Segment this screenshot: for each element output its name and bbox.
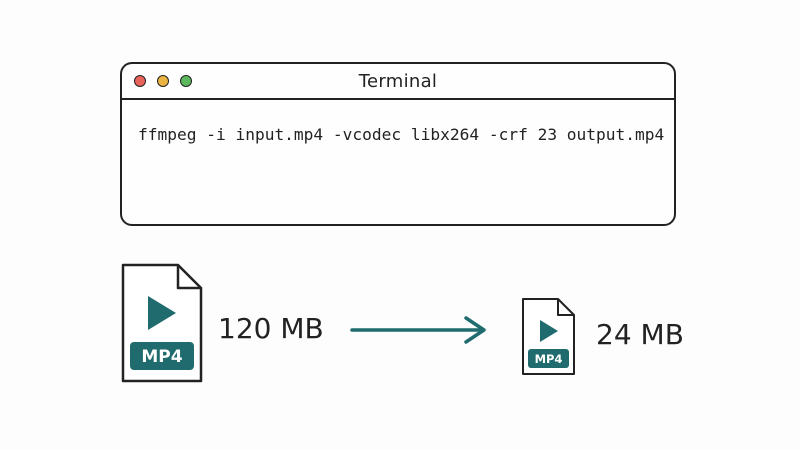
input-video-file-icon: MP4 xyxy=(121,263,203,383)
format-badge-label: MP4 xyxy=(141,347,182,367)
output-file-size: 24 MB xyxy=(596,318,684,351)
arrow-right-icon xyxy=(350,316,486,344)
format-badge xyxy=(130,342,194,370)
format-badge-label: MP4 xyxy=(535,352,563,366)
terminal-window: Terminal ffmpeg -i input.mp4 -vcodec lib… xyxy=(120,62,676,226)
terminal-title: Terminal xyxy=(358,71,438,92)
maximize-dot[interactable] xyxy=(180,75,192,87)
input-file-size: 120 MB xyxy=(218,312,324,345)
terminal-titlebar: Terminal xyxy=(122,64,674,100)
output-video-file-icon: MP4 xyxy=(522,298,575,375)
terminal-command: ffmpeg -i input.mp4 -vcodec libx264 -crf… xyxy=(138,125,665,144)
play-icon xyxy=(540,320,558,342)
close-dot[interactable] xyxy=(134,75,146,87)
format-badge xyxy=(528,349,569,368)
play-icon xyxy=(148,296,176,330)
minimize-dot[interactable] xyxy=(157,75,169,87)
